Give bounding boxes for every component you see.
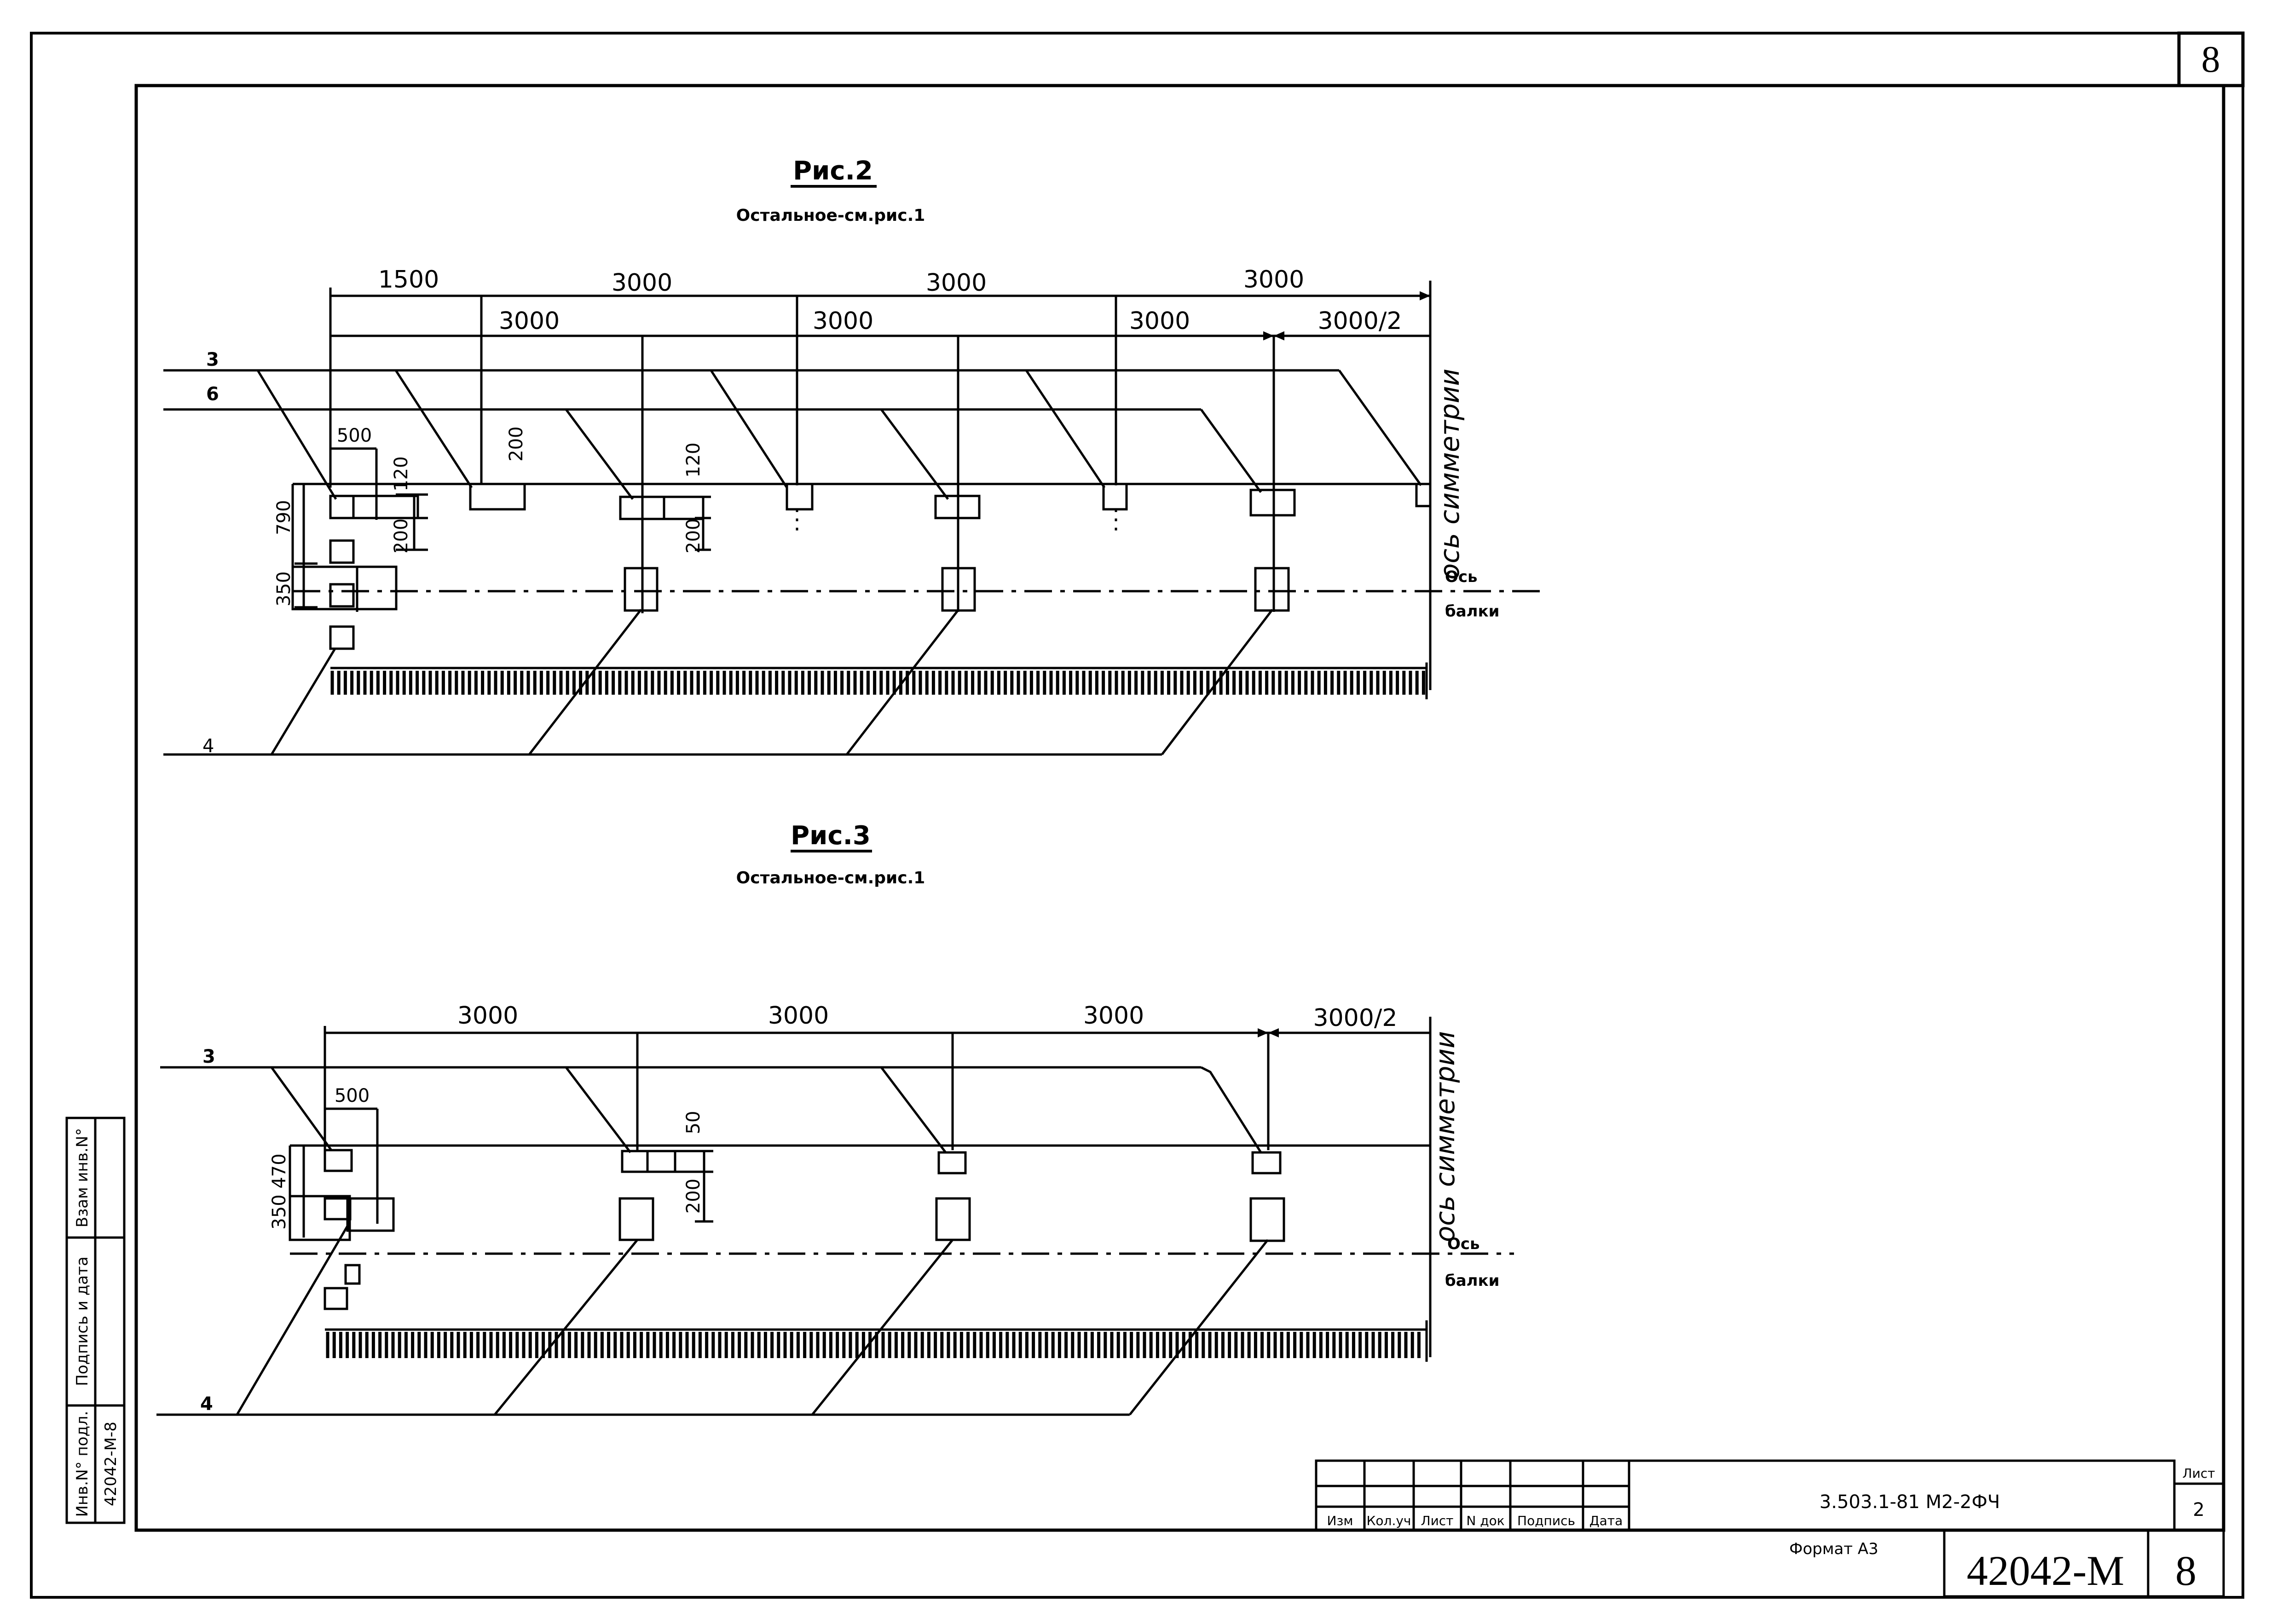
col-list: Лист xyxy=(1421,1513,1454,1528)
f2-dim-2-2: 3000 xyxy=(813,307,873,335)
figure-2-title: Рис.2 xyxy=(793,156,873,186)
figure-3-labels: 3 4 ось симметрии Ось балки xyxy=(200,1031,1500,1415)
f2-dim-500: 500 xyxy=(337,425,372,446)
figure-2-subtitle: Остальное-см.рис.1 xyxy=(736,206,925,225)
f3-label-3: 3 xyxy=(202,1046,215,1067)
col-izm: Изм xyxy=(1327,1513,1353,1528)
top-right-page-box xyxy=(2177,31,2245,87)
figure-2-dimensions-small: 500 120 200 200 120 200 790 350 xyxy=(273,425,704,606)
f3-label-4: 4 xyxy=(200,1394,213,1415)
figure-2-linework xyxy=(163,281,1432,756)
outer-border xyxy=(30,32,2244,1599)
figure-3-linework xyxy=(156,1017,1432,1416)
title-block-columns: Изм Кол.уч Лист N док Подпись Дата xyxy=(1327,1513,1623,1528)
f3-beam-axis-label-2: балки xyxy=(1445,1272,1500,1290)
f2-dim-top-4: 3000 xyxy=(1243,266,1304,294)
left-stamp: Взам инв.N° Подпись и дата Инв.N° подл. … xyxy=(65,1117,126,1524)
format-label: Формат А3 xyxy=(1789,1540,1878,1558)
f3-symmetry-axis-label: ось симметрии xyxy=(1429,1031,1461,1242)
stamp-signature-date: Подпись и дата xyxy=(73,1256,92,1386)
sheet-frames xyxy=(30,31,2245,1599)
stamp-inv-number: Инв.N° подл. xyxy=(73,1411,92,1517)
designation: 3.503.1-81 М2-2ФЧ xyxy=(1820,1492,2000,1513)
sheet-value: 2 xyxy=(2193,1499,2204,1520)
f2-dim-2-4: 3000/2 xyxy=(1318,307,1402,335)
figure-2-hatching xyxy=(330,671,1425,695)
title-block: Изм Кол.уч Лист N док Подпись Дата 3.503… xyxy=(1315,1459,2225,1598)
inner-frame xyxy=(134,84,2225,1532)
f2-dim-top-3: 3000 xyxy=(926,269,987,297)
f2-symmetry-axis-label: ось симметрии xyxy=(1434,369,1465,580)
figure-2-dimensions-second: 3000 3000 3000 3000/2 xyxy=(499,307,1402,335)
figure-2-labels: 3 6 4 ось симметрии Ось балки xyxy=(202,349,1500,757)
stamp-inv-value: 42042-М-8 xyxy=(102,1422,120,1506)
figure-3-title: Рис.3 xyxy=(791,821,871,851)
figure-2-dimensions-top: 1500 3000 3000 3000 xyxy=(378,266,1304,297)
f2-dim-200a: 200 xyxy=(391,518,412,553)
footer-page-number: 8 xyxy=(2175,1547,2196,1594)
figure-3: Рис.3 Остальное-см.рис.1 xyxy=(156,821,1514,1416)
stamp-replace-inv: Взам инв.N° xyxy=(73,1128,92,1227)
figure-2-arrows xyxy=(1263,291,1430,340)
f2-dim-200b: 200 xyxy=(506,426,527,461)
f2-dim-120a: 120 xyxy=(391,456,412,491)
f3-dim-top-2: 3000 xyxy=(768,1002,829,1030)
col-ndok: N док xyxy=(1466,1513,1504,1528)
f2-dim-350: 350 xyxy=(273,571,295,606)
f3-dim-top-4: 3000/2 xyxy=(1313,1004,1398,1032)
figure-3-subtitle: Остальное-см.рис.1 xyxy=(736,869,925,887)
f2-beam-axis-label-1: Ось xyxy=(1445,568,1478,586)
f2-dim-2-1: 3000 xyxy=(499,307,560,335)
f2-dim-200c: 200 xyxy=(683,518,704,553)
f2-dim-top-1: 1500 xyxy=(378,266,439,294)
col-data: Дата xyxy=(1589,1513,1623,1528)
f2-dim-790: 790 xyxy=(273,500,295,535)
figure-2: Рис.2 Остальное-см.рис.1 xyxy=(163,156,1544,757)
f3-dim-200: 200 xyxy=(683,1179,704,1214)
f2-beam-axis-label-2: балки xyxy=(1445,602,1500,621)
figure-2-dotted-lines xyxy=(641,509,1117,616)
f2-label-3: 3 xyxy=(206,349,219,370)
f2-dim-120b: 120 xyxy=(683,443,704,478)
col-podpis: Подпись xyxy=(1517,1513,1575,1528)
figure-3-dimensions-small: 500 50 200 350 470 xyxy=(269,1085,704,1230)
f2-dim-top-2: 3000 xyxy=(612,269,672,297)
f2-label-4: 4 xyxy=(202,736,214,757)
figure-3-dimensions-top: 3000 3000 3000 3000/2 xyxy=(457,1002,1398,1032)
col-koluch: Кол.уч xyxy=(1367,1513,1411,1528)
document-number: 42042-М xyxy=(1967,1547,2124,1594)
f3-dim-500: 500 xyxy=(335,1085,370,1106)
sheet-label: Лист xyxy=(2183,1466,2215,1481)
f3-dim-top-1: 3000 xyxy=(457,1002,518,1030)
figure-3-arrows xyxy=(1258,1028,1279,1037)
top-right-page-number: 8 xyxy=(2202,38,2220,80)
f3-beam-axis-label-1: Ось xyxy=(1447,1235,1480,1253)
f3-dim-350-470: 350 470 xyxy=(269,1153,290,1229)
figure-3-hatching xyxy=(326,1332,1421,1358)
f2-dim-2-3: 3000 xyxy=(1129,307,1190,335)
f3-dim-50: 50 xyxy=(683,1111,704,1134)
f2-label-6: 6 xyxy=(206,384,219,405)
f3-dim-top-3: 3000 xyxy=(1083,1002,1144,1030)
